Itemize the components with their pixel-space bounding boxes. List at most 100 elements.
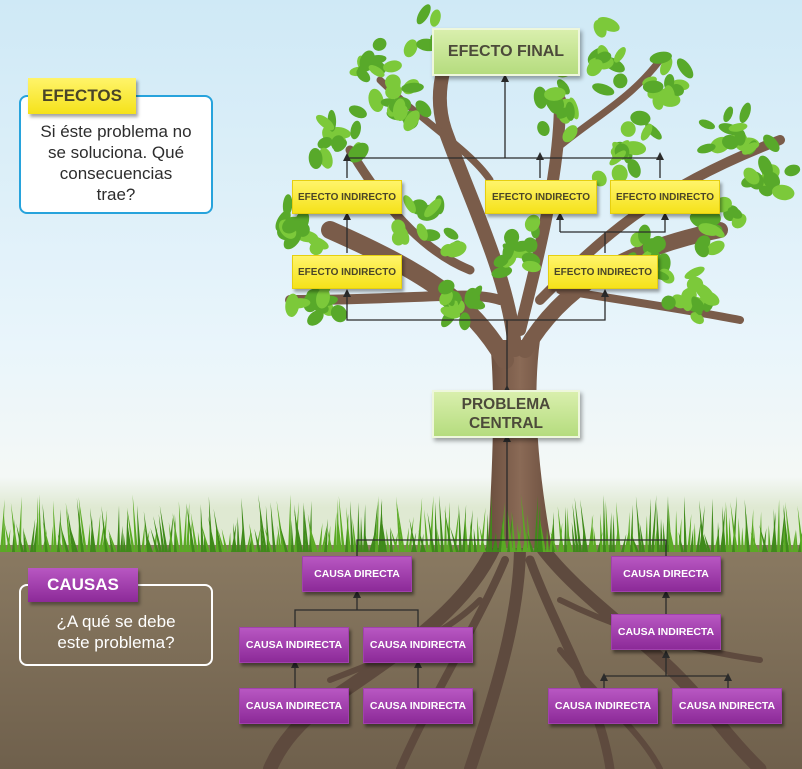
grass-blade: [785, 501, 792, 552]
leaf: [348, 105, 367, 119]
grass-blade: [520, 494, 528, 552]
grass-blade: [303, 505, 309, 552]
leaf: [491, 266, 513, 279]
grass-blade: [67, 508, 75, 552]
grass-blade: [783, 513, 786, 552]
leaf: [438, 279, 455, 295]
grass-blade: [96, 513, 101, 552]
grass-blade: [221, 528, 228, 552]
grass-blade: [178, 501, 183, 552]
grass-blade: [408, 516, 414, 552]
grass-blade: [137, 505, 141, 552]
grass-blade: [277, 525, 282, 552]
grass-blade: [303, 502, 306, 552]
causa-indirecta-box: CAUSA INDIRECTA: [548, 688, 658, 724]
leaf: [319, 147, 333, 169]
grass-blade: [701, 528, 708, 552]
grass-blade: [258, 494, 267, 552]
grass-blade: [759, 511, 762, 552]
leaf: [743, 167, 760, 185]
grass-blade: [76, 497, 84, 552]
grass-blade: [477, 516, 480, 552]
efecto-indirecto-box: EFECTO INDIRECTO: [610, 180, 720, 214]
grass-blade: [338, 496, 345, 552]
grass-blade: [527, 532, 534, 552]
grass-blade: [489, 495, 492, 552]
grass-blade: [23, 527, 27, 552]
grass-blade: [773, 508, 777, 552]
grass-blade: [23, 531, 30, 552]
grass-blade: [153, 515, 162, 552]
grass-blade: [78, 496, 87, 552]
grass-blade: [3, 515, 6, 552]
grass-blade: [352, 518, 357, 552]
grass-blade: [429, 495, 434, 552]
grass-blade: [725, 501, 729, 552]
grass-blade: [627, 512, 630, 552]
grass-blade: [571, 522, 576, 552]
leaf: [684, 266, 705, 279]
grass-blade: [435, 501, 438, 552]
efecto-indirecto-box: EFECTO INDIRECTO: [485, 180, 597, 214]
leaf: [282, 216, 301, 234]
grass-blade: [759, 524, 768, 552]
grass-blade: [150, 527, 159, 552]
grass-blade: [291, 519, 294, 552]
leaf: [308, 148, 323, 169]
leaf: [613, 73, 628, 89]
leaf: [383, 60, 402, 73]
grass-blade: [687, 513, 692, 552]
grass-blade: [333, 512, 337, 552]
causa-indirecta-box: CAUSA INDIRECTA: [363, 688, 473, 724]
grass-blade: [197, 531, 201, 552]
grass-blade: [645, 515, 648, 552]
efecto-indirecto-box: EFECTO INDIRECTO: [548, 255, 658, 289]
grass-blade: [201, 523, 210, 552]
leaf: [350, 120, 361, 140]
leaf: [316, 287, 330, 309]
trunk: [488, 340, 552, 548]
leaf: [739, 102, 751, 123]
efectos-description: Si éste problema no se soluciona. Qué co…: [40, 122, 192, 204]
leaf: [391, 230, 406, 246]
grass-blade: [580, 499, 588, 552]
grass-blade: [738, 517, 741, 552]
grass-blade: [126, 509, 129, 552]
grass-blade: [141, 522, 145, 552]
grass-blade: [168, 522, 174, 552]
leaf: [771, 184, 795, 201]
grass-blade: [511, 510, 516, 552]
grass-blade: [270, 502, 276, 552]
leaf: [722, 134, 739, 150]
grass-blade: [158, 514, 165, 552]
grass-blade: [609, 512, 612, 552]
grass-blade: [104, 532, 111, 552]
leaf: [372, 37, 387, 51]
grass-blade: [213, 508, 222, 552]
grass-blade: [276, 533, 279, 552]
causa-directa-box: CAUSA DIRECTA: [302, 556, 412, 592]
grass-blade: [10, 502, 18, 552]
causa-indirecta-box: CAUSA INDIRECTA: [672, 688, 782, 724]
grass-blade: [16, 523, 24, 552]
leaf: [661, 295, 676, 310]
grass-blade: [108, 528, 117, 552]
leaf: [286, 298, 311, 309]
leaf: [697, 143, 716, 154]
leaf: [392, 98, 406, 121]
causas-title: CAUSAS: [28, 568, 138, 602]
grass-blade: [186, 502, 190, 552]
grass-blade: [690, 528, 694, 552]
grass-blade: [237, 516, 240, 552]
grass-blade: [714, 526, 720, 552]
efectos-title: EFECTOS: [28, 78, 136, 114]
grass-blade: [696, 520, 701, 552]
grass-blade: [624, 529, 630, 552]
leaf: [307, 310, 324, 326]
leaf: [533, 86, 548, 109]
grass-blade: [465, 512, 468, 552]
causa-indirecta-box: CAUSA INDIRECTA: [363, 627, 473, 663]
grass-blade: [777, 499, 780, 552]
grass-blade: [172, 512, 180, 552]
grass-blade: [486, 513, 489, 552]
